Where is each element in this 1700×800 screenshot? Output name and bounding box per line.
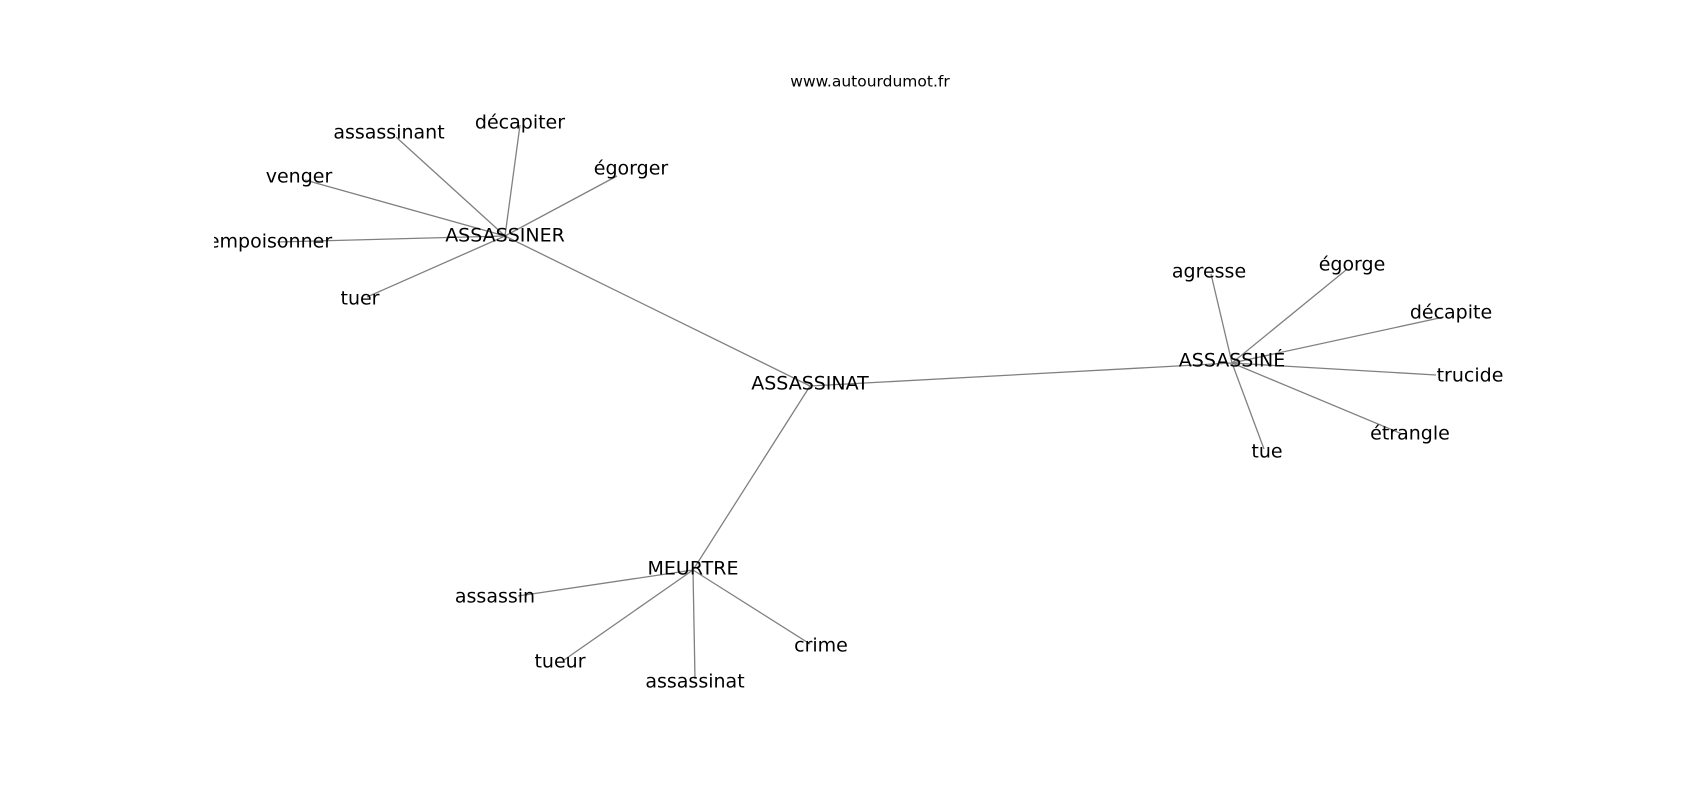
node-label-assassinant: assassinant [333,122,444,144]
graph-edges [276,124,1445,680]
node-label-crime: crime [794,635,848,657]
edge-assassinat_center-assassine_hub [809,362,1233,387]
edge-assassine_hub-agresse [1210,273,1233,364]
node-label-assassinat-leaf: assassinat [645,671,744,693]
left-plot-margin [0,0,214,800]
node-label-tue: tue [1251,441,1282,463]
edge-assassiner-empoisonner [276,235,506,243]
node-label-egorge: égorge [1319,254,1386,276]
edge-assassine_hub-egorge [1231,269,1347,364]
edge-assassine_hub-etrangle [1231,362,1403,435]
node-label-assassin: assassin [455,586,535,608]
node-label-assassiner: ASSASSINER [445,225,565,247]
node-label-venger: venger [266,166,333,188]
node-label-agresse: agresse [1172,261,1246,283]
edge-meurtre-tueur [563,569,694,661]
node-label-empoisonner: empoisonner [208,231,332,253]
edge-assassine_hub-decapite [1231,316,1445,364]
edge-assassinat_center-meurtre [692,385,811,571]
edge-assassiner-egorger [504,175,618,237]
node-label-trucide: trucide [1437,365,1504,387]
node-label-decapite: décapite [1410,302,1492,324]
node-label-decapiter: décapiter [475,112,565,134]
edge-assassiner-venger [304,179,506,237]
graph-nodes: ASSASSINAT ASSASSINER ASSASSINÉ MEURTRE assa… [208,112,1504,693]
node-label-etrangle: étrangle [1370,423,1450,445]
node-label-tueur: tueur [534,651,585,673]
edge-assassine_hub-tue [1231,362,1265,450]
edge-assassiner-decapiter [504,124,521,237]
site-label: www.autourdumot.fr [790,73,950,91]
node-label-tuer: tuer [341,288,380,310]
node-label-assassinat-center: ASSASSINAT [751,373,869,395]
node-label-meurtre: MEURTRE [648,558,739,580]
edge-assassinat_center-assassiner [504,235,811,387]
edge-assassine_hub-trucide [1231,362,1437,376]
edge-meurtre-assassin [517,569,694,597]
edge-meurtre-crime [692,569,811,645]
node-label-egorger: égorger [594,158,669,180]
node-label-assassine-hub: ASSASSINÉ [1179,349,1285,372]
edge-meurtre-assassinat_leaf [692,569,696,680]
edge-assassiner-assassinant [395,136,506,237]
edge-assassiner-tuer [366,235,506,298]
